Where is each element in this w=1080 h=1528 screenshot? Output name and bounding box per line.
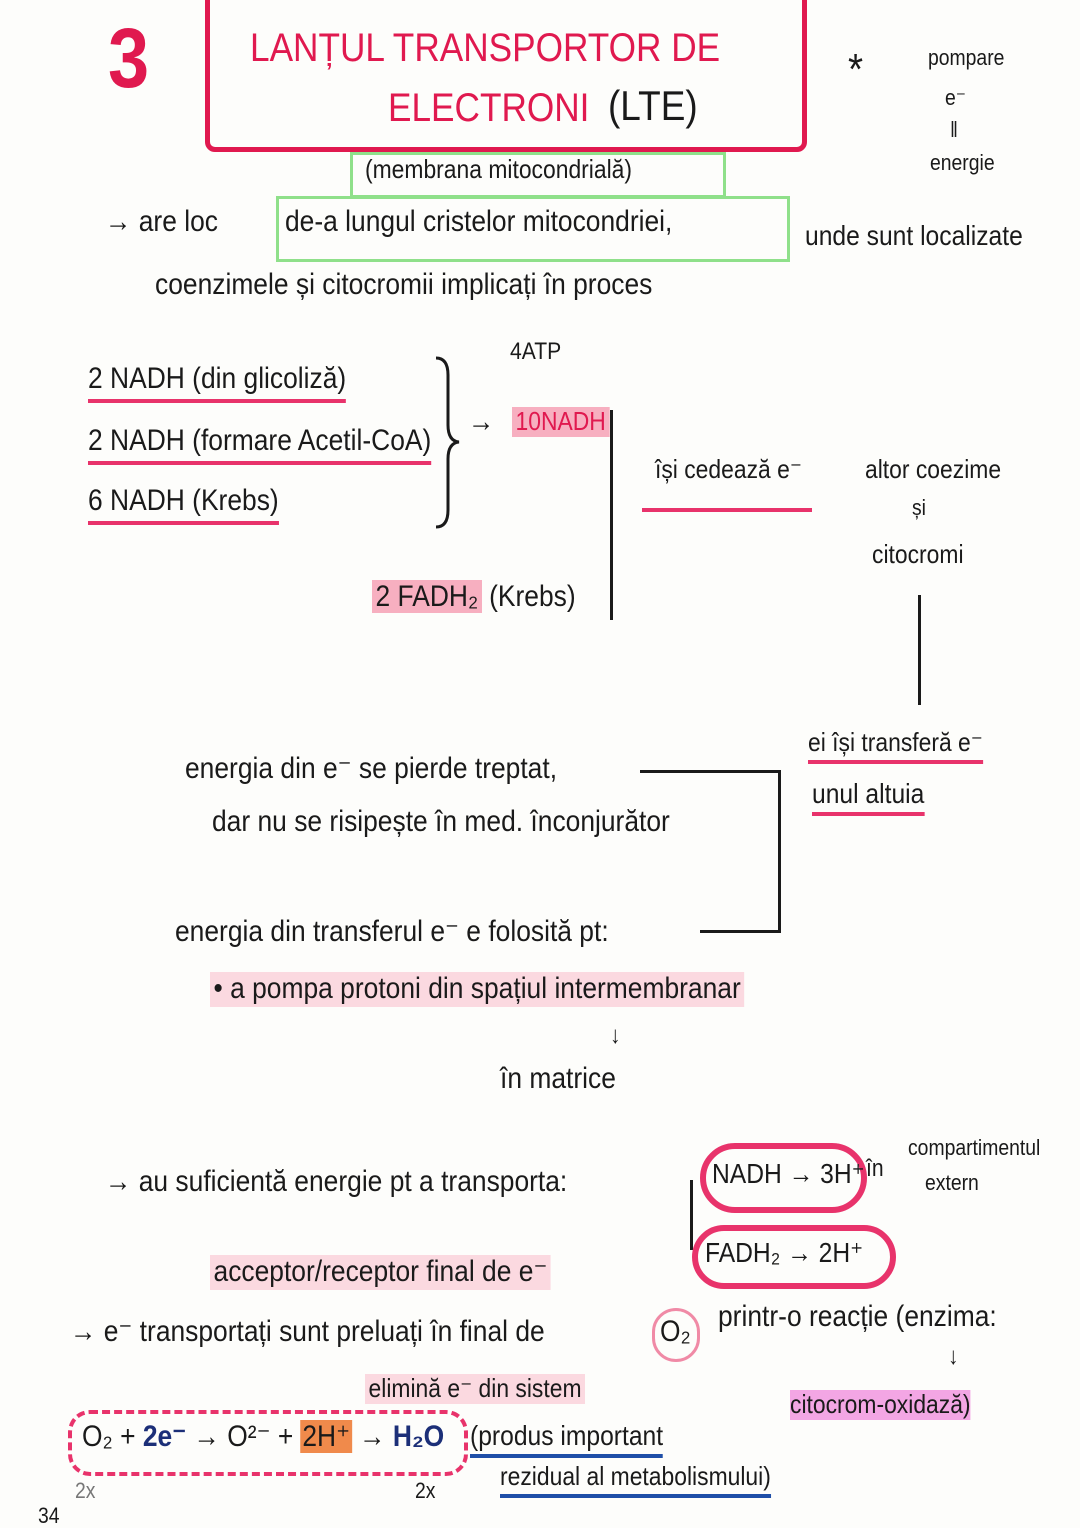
down-arrow [918,595,921,705]
equation-box [68,1410,468,1476]
eq-protons: 2H⁺ [300,1420,352,1453]
intro-c: unde sunt localizate [805,220,1023,251]
water-note-1: (produs important [470,1420,664,1459]
transfer-1: ei își transferă e⁻ [808,727,983,764]
fadh-note: (Krebs) [489,580,576,613]
energy-3: energia din transferul e⁻ e folosită pt: [175,915,609,948]
side-note-2: e⁻ [945,85,966,110]
membrane-note: (membrana mitocondrială) [365,154,633,184]
transfer-2: unul altuia [812,778,925,817]
title-abbr: (LTE) [608,82,698,129]
o2-circle [652,1308,700,1362]
location-highlight [276,196,790,262]
multiplier-1: 2x [75,1478,96,1503]
target-2: și [912,495,926,520]
target-1: altor coezime [865,454,1002,484]
source-item: 2 NADH (formare Acetil-CoA) [88,424,432,465]
source-item: 2 NADH (din glicoliză) [88,362,347,403]
source-item: 6 NADH (Krebs) [88,484,279,525]
bracket-line [610,410,613,620]
matrix-label: în matrice [500,1062,616,1095]
title-line2: ELECTRONI [388,86,590,130]
eq-electrons: 2e⁻ [142,1420,187,1453]
water-note-2: rezidual al metabolismului) [500,1461,771,1498]
branch-line [690,1180,693,1250]
o2-label: O₂ [660,1315,691,1348]
star-icon: * [848,45,864,94]
energy-bullet: • a pompa protoni din spațiul intermembr… [210,972,745,1007]
fadh-source: 2 FADH₂ [372,580,482,613]
in-label: în [866,1155,884,1182]
target-3: citocromi [872,539,964,569]
protons-lead: → au suficientă energie pt a transporta: [105,1165,568,1198]
eliminates-label: elimină e⁻ din sistem [365,1373,586,1404]
page-number: 34 [38,1503,60,1528]
total-nadh: 10NADH [512,406,610,437]
cede-label: își cedează e⁻ [655,454,802,484]
intro-line2: coenzimele și citocromii implicați în pr… [155,268,653,301]
cede-arrow [642,508,812,512]
energy-2: dar nu se risipește în med. înconjurător [212,805,670,838]
oxygen-line: → e⁻ transportați sunt preluați în final… [70,1315,545,1348]
side-note-3: ‖ [950,117,959,142]
multiplier-2: 2x [415,1478,436,1503]
side-note-1: pompare [928,45,1005,70]
eq-water: H₂O [392,1420,445,1453]
brace-icon [435,356,460,529]
enzyme-label: citocrom-oxidază) [790,1389,971,1420]
enzyme-arrow: ↓ [948,1343,959,1370]
title-box [205,0,807,152]
acceptor-label: acceptor/receptor final de e⁻ [210,1255,551,1290]
title-line1: LANȚUL TRANSPORTOR DE [250,26,721,70]
energy-1: energia din e⁻ se pierde treptat, [185,752,558,785]
compartment-2: extern [925,1170,979,1195]
nadh-oval [700,1143,867,1213]
left-arrow [640,770,780,773]
eq-arrow: → [351,1420,393,1453]
nadh-protons: NADH → 3H⁺ [712,1158,865,1189]
intro-b: de-a lungul cristelor mitocondriei, [285,205,673,238]
eq-o2: O₂ + [82,1420,143,1453]
compartment-1: compartimentul [908,1135,1041,1160]
section-number: 3 [108,11,150,105]
reaction-label: printr-o reacție (enzima: [718,1300,997,1333]
down-arrow-icon: ↓ [610,1022,621,1049]
eq-step1: → O²⁻ + [186,1420,301,1453]
intro-a: → are loc [105,205,218,238]
side-note-4: energie [930,150,995,175]
arrow-icon: → [468,405,495,438]
left-arrow-2 [700,930,781,933]
fadh-protons: FADH₂ → 2H⁺ [705,1237,864,1268]
equation: O₂ + 2e⁻ → O²⁻ + 2H⁺ → H₂O [82,1420,444,1455]
atp-note: 4ATP [510,338,562,365]
fadh-oval [692,1225,896,1289]
fadh-row: 2 FADH₂ (Krebs) [372,580,576,615]
connector-line [778,770,781,932]
